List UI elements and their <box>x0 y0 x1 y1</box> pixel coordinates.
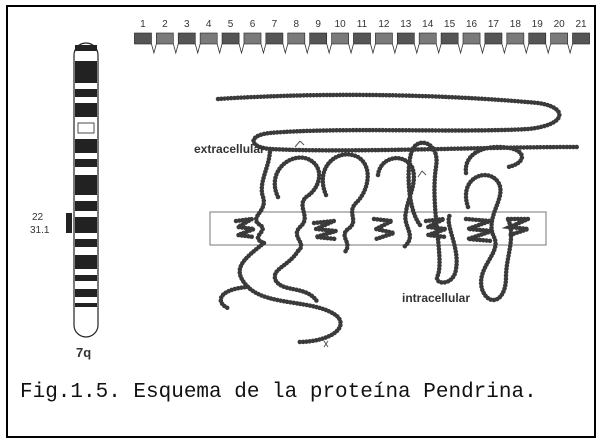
exon-box-16 <box>463 33 480 44</box>
intron-connector <box>283 44 288 53</box>
gene-locus-marker <box>66 213 72 233</box>
intron-connector <box>436 44 441 53</box>
extracellular-label: extracellular <box>194 142 265 156</box>
intron-connector <box>502 44 507 53</box>
exon-label-12: 12 <box>378 19 390 30</box>
exon-label-7: 7 <box>272 19 278 30</box>
exon-label-5: 5 <box>228 19 234 30</box>
exon-label-15: 15 <box>444 19 456 30</box>
exon-box-12 <box>375 33 392 44</box>
intron-connector <box>458 44 463 53</box>
exon-label-19: 19 <box>532 19 544 30</box>
exon-label-14: 14 <box>422 19 434 30</box>
intron-connector <box>414 44 419 53</box>
exon-box-4 <box>200 33 217 44</box>
intron-connector <box>217 44 222 53</box>
exon-label-2: 2 <box>162 19 168 30</box>
exon-box-3 <box>178 33 195 44</box>
exon-label-10: 10 <box>335 19 347 30</box>
exon-box-20 <box>551 33 568 44</box>
exon-box-21 <box>573 33 590 44</box>
chromosome-arm-label: 7q <box>76 345 91 360</box>
exon-box-11 <box>353 33 370 44</box>
intron-connector <box>480 44 485 53</box>
intron-connector <box>151 44 156 53</box>
exon-box-15 <box>441 33 458 44</box>
intron-connector <box>195 44 200 53</box>
exon-box-13 <box>397 33 414 44</box>
exon-label-4: 4 <box>206 19 212 30</box>
exon-box-1 <box>134 33 151 44</box>
exon-label-6: 6 <box>250 19 256 30</box>
band-label-31-1: 31.1 <box>30 225 50 236</box>
band-label-22: 22 <box>32 212 44 223</box>
exon-label-13: 13 <box>400 19 412 30</box>
exon-box-19 <box>529 33 546 44</box>
intron-connector <box>546 44 551 53</box>
exon-label-20: 20 <box>554 19 566 30</box>
intron-connector <box>349 44 354 53</box>
figure-caption: Fig.1.5. Esquema de la proteína Pendrina… <box>20 379 580 406</box>
exon-label-21: 21 <box>575 19 587 30</box>
exon-label-1: 1 <box>140 19 146 30</box>
intron-connector <box>305 44 310 53</box>
exon-box-8 <box>288 33 305 44</box>
exon-box-18 <box>507 33 524 44</box>
exon-box-2 <box>156 33 173 44</box>
exon-label-17: 17 <box>488 19 500 30</box>
exon-label-3: 3 <box>184 19 190 30</box>
exon-label-9: 9 <box>315 19 321 30</box>
intron-connector <box>371 44 376 53</box>
exon-label-11: 11 <box>357 19 368 30</box>
intron-connector <box>568 44 573 53</box>
intron-connector <box>327 44 332 53</box>
intron-connector <box>524 44 529 53</box>
intron-connector <box>392 44 397 53</box>
intron-connector <box>261 44 266 53</box>
intracellular-label: intracellular <box>402 291 470 305</box>
exon-box-17 <box>485 33 502 44</box>
intron-connector <box>239 44 244 53</box>
exon-box-5 <box>222 33 239 44</box>
exon-box-9 <box>310 33 327 44</box>
exon-box-10 <box>332 33 349 44</box>
exon-label-16: 16 <box>466 19 478 30</box>
exon-label-8: 8 <box>294 19 300 30</box>
exon-box-14 <box>419 33 436 44</box>
chromosome-7-ideogram: 22 31.1 7q <box>30 43 98 360</box>
exon-box-7 <box>266 33 283 44</box>
exon-box-6 <box>244 33 261 44</box>
exon-boxes <box>134 33 589 53</box>
exon-label-18: 18 <box>510 19 522 30</box>
pendrin-protein-chain <box>218 95 578 342</box>
intron-connector <box>173 44 178 53</box>
